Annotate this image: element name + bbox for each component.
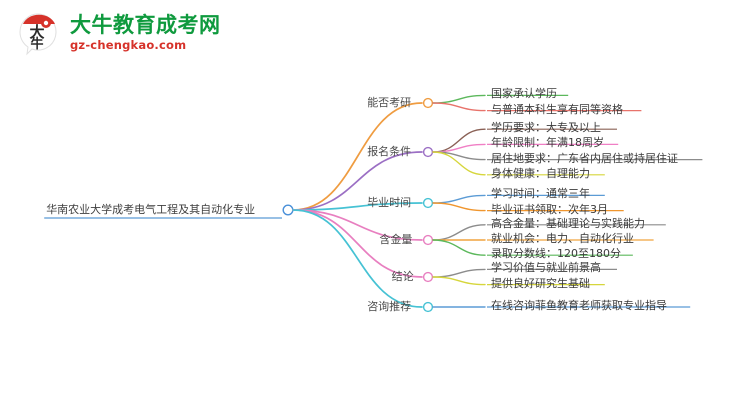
leaf-label-2-3[interactable]: 居住地要求：广东省内居住或持居住证 [491,151,678,165]
branch-label-3[interactable]: 毕业时间 [367,196,412,209]
leaf-label-4-2[interactable]: 就业机会：电力、自动化行业 [491,232,634,245]
leaf-label-2-4[interactable]: 身体健康：自理能力 [491,166,590,180]
branch-label-6[interactable]: 咨询推荐 [367,300,412,313]
root-node-label: 华南农业大学成考电气工程及其自动化专业 [46,203,256,216]
svg-text:大: 大 [29,23,44,41]
branch-label-5[interactable]: 结论 [391,270,414,283]
leaf-label-3-1[interactable]: 学习时间：通常三年 [491,187,590,201]
logo-text-block: 大牛教育成考网 gz-chengkao.com [70,12,221,52]
logo-title: 大牛教育成考网 [70,12,221,37]
leaf-label-4-3[interactable]: 录取分数线：120至180分 [491,247,621,261]
svg-text:牛: 牛 [30,36,43,52]
branch-label-4[interactable]: 含金量 [379,233,413,246]
leaf-label-2-1[interactable]: 学历要求：大专及以上 [491,121,601,135]
branch-label-2[interactable]: 报名条件 [367,145,412,158]
leaf-label-1-2[interactable]: 与普通本科生享有同等资格 [491,102,623,116]
leaf-label-3-2[interactable]: 毕业证书领取：次年3月 [491,202,608,216]
leaf-label-4-1[interactable]: 高含金量：基础理论与实践能力 [491,216,645,230]
leaf-label-2-2[interactable]: 年龄限制：年满18周岁 [491,136,604,150]
logo-mark-icon: 大 牛 [16,10,62,56]
leaf-label-5-1[interactable]: 学习价值与就业前景高 [491,261,601,275]
logo-subtitle: gz-chengkao.com [70,37,187,52]
leaf-label-5-2[interactable]: 提供良好研究生基础 [491,276,590,290]
branch-label-1[interactable]: 能否考研 [367,96,412,109]
site-logo: 大 牛 大牛教育成考网 gz-chengkao.com [16,10,221,56]
leaf-label-6-1[interactable]: 在线咨询菲鱼教育老师获取专业指导 [491,299,667,312]
leaf-label-1-1[interactable]: 国家承认学历 [491,87,557,101]
